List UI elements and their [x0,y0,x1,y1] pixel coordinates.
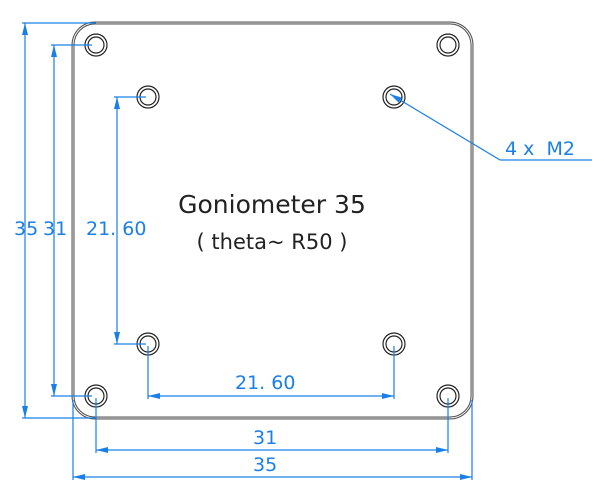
dimension-text: 31 [253,427,277,449]
thread-callout: 4 x M2 [389,93,592,161]
dimension-outer-width: 35 [72,400,473,480]
dimension-text: 31 [43,218,67,240]
dimension-text: 21. 60 [86,218,146,240]
dimension-text: 35 [14,218,38,240]
hole [436,33,460,57]
corner-holes [84,33,460,408]
dimension-inner-width: 21. 60 [147,346,395,399]
dimension-text: 21. 60 [235,372,295,394]
part-title: Goniometer 35 [178,190,366,219]
dimension-hole-height: 31 [43,44,92,397]
dimension-outer-height: 35 [14,22,96,419]
dimension-text: 35 [253,454,277,476]
dimension-hole-width: 31 [95,398,449,453]
dimension-inner-height: 21. 60 [86,96,146,345]
callout-text: 4 x M2 [505,138,575,160]
part-subtitle: ( theta~ R50 ) [197,230,348,254]
hole [382,85,406,109]
plate-outline [71,21,474,420]
m2-holes [136,85,406,356]
